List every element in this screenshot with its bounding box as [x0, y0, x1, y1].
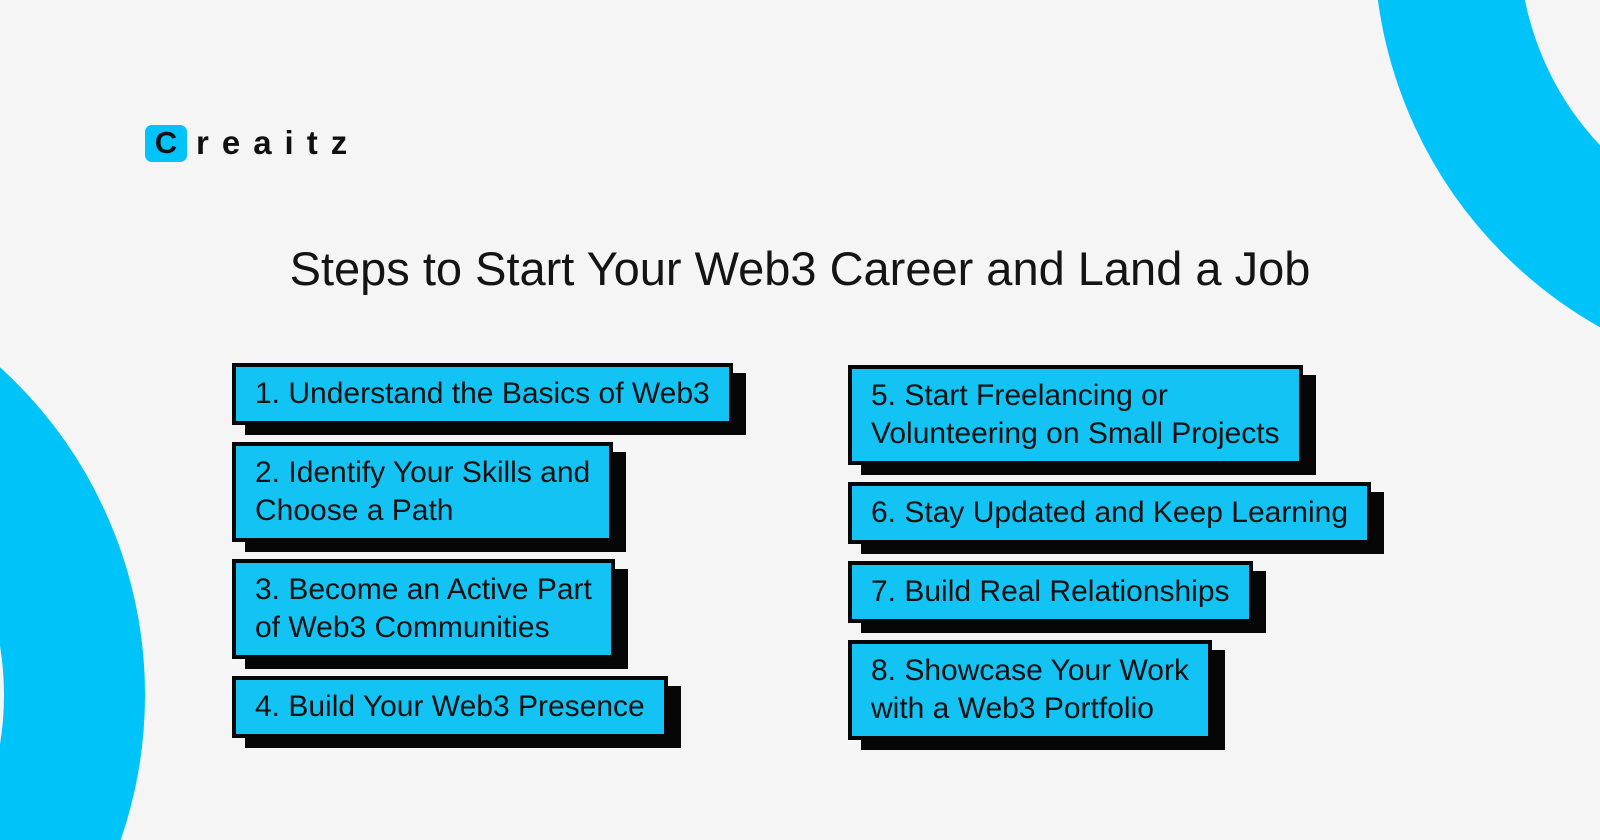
creaitz-logo: C reaitz — [145, 124, 360, 162]
step-box-1: 1. Understand the Basics of Web3 — [232, 363, 733, 425]
ring-decoration-bottom-left — [0, 252, 145, 840]
logo-badge-icon: C — [145, 124, 187, 162]
steps-column-right: 5. Start Freelancing or Volunteering on … — [848, 365, 1372, 740]
step-text: with a Web3 Portfolio — [871, 692, 1154, 725]
step-text: 1. Understand the Basics of Web3 — [255, 377, 710, 410]
step-box-4: 4. Build Your Web3 Presence — [232, 676, 668, 738]
step-box-8: 8. Showcase Your Work with a Web3 Portfo… — [848, 640, 1212, 740]
step-box-3: 3. Become an Active Part of Web3 Communi… — [232, 559, 615, 659]
step-text: 2. Identify Your Skills and — [255, 456, 591, 489]
step-box-6: 6. Stay Updated and Keep Learning — [848, 482, 1372, 544]
step-text: 6. Stay Updated and Keep Learning — [871, 496, 1349, 529]
step-text: 5. Start Freelancing or — [871, 379, 1168, 412]
step-text: Volunteering on Small Projects — [871, 417, 1280, 450]
logo-text: reaitz — [196, 124, 361, 161]
step-text: 8. Showcase Your Work — [871, 654, 1189, 687]
step-text: 7. Build Real Relationships — [871, 575, 1230, 608]
step-text: 4. Build Your Web3 Presence — [255, 690, 645, 723]
step-text: Choose a Path — [255, 494, 454, 527]
step-box-7: 7. Build Real Relationships — [848, 561, 1253, 623]
step-box-2: 2. Identify Your Skills and Choose a Pat… — [232, 442, 614, 542]
ring-decoration-top-right — [1374, 0, 1600, 384]
steps-column-left: 1. Understand the Basics of Web3 2. Iden… — [232, 363, 733, 738]
page-title: Steps to Start Your Web3 Career and Land… — [289, 242, 1311, 295]
step-box-5: 5. Start Freelancing or Volunteering on … — [848, 365, 1303, 465]
step-text: 3. Become an Active Part — [255, 573, 592, 606]
step-text: of Web3 Communities — [255, 611, 550, 644]
